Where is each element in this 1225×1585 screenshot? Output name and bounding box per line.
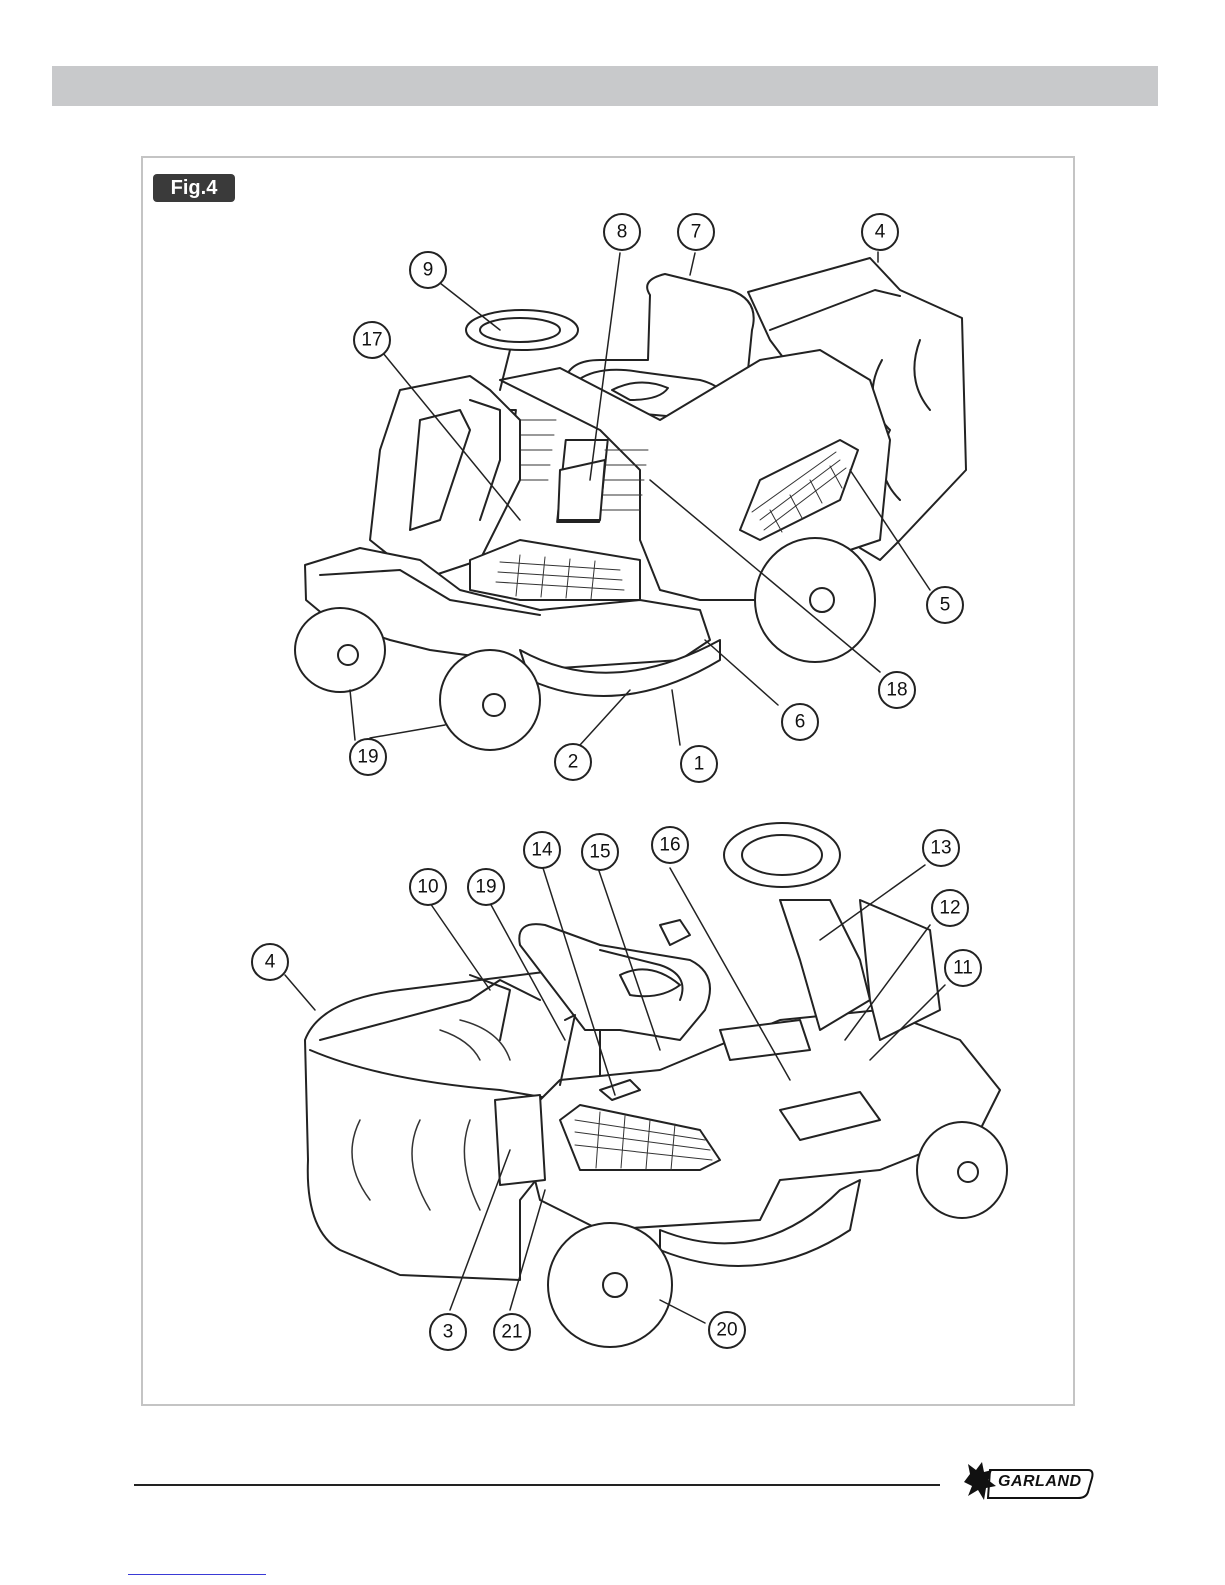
callout-13: 13 <box>930 838 951 859</box>
callout-11: 11 <box>953 958 973 979</box>
callout-18: 18 <box>886 680 907 701</box>
callout-19-top: 19 <box>357 747 378 768</box>
callout-2: 2 <box>568 752 579 773</box>
callout-12: 12 <box>939 898 960 919</box>
brand-name: GARLAND <box>998 1473 1082 1491</box>
footer-rule <box>134 1484 940 1486</box>
callout-3: 3 <box>443 1322 454 1343</box>
callout-8: 8 <box>617 222 628 243</box>
bottom-link-underline <box>128 1574 266 1575</box>
callout-20: 20 <box>716 1320 737 1341</box>
callout-4-bottom: 4 <box>265 952 276 973</box>
callout-5: 5 <box>940 595 951 616</box>
lynx-icon <box>964 1462 996 1500</box>
callout-14: 14 <box>531 840 553 861</box>
callout-4-top: 4 <box>875 222 886 243</box>
bottom-mower-drawing <box>305 823 1007 1347</box>
callout-15: 15 <box>589 842 610 863</box>
callout-7: 7 <box>691 222 702 243</box>
callout-1: 1 <box>694 754 705 775</box>
callout-10: 10 <box>417 877 438 898</box>
callout-16: 16 <box>659 835 680 856</box>
callout-17: 17 <box>361 330 382 351</box>
callout-19-bottom: 19 <box>475 877 496 898</box>
callout-21: 21 <box>501 1322 522 1343</box>
callout-9: 9 <box>423 260 434 281</box>
callout-6: 6 <box>795 712 806 733</box>
top-mower-drawing <box>295 258 966 750</box>
